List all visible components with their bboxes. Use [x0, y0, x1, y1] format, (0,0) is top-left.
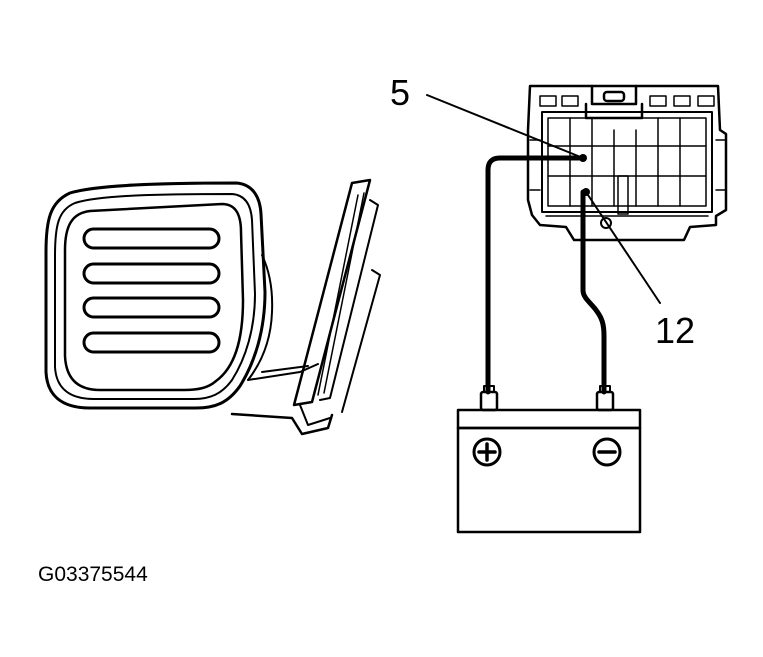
battery-icon: [456, 385, 642, 534]
positive-terminal-icon: [472, 437, 502, 467]
callout-label-5: 5: [390, 72, 411, 113]
mirror-connector-icon: [526, 84, 728, 242]
side-mirror-assembly-icon: [44, 178, 381, 436]
leader-line-5: [426, 94, 584, 159]
figure-id: G03375544: [38, 563, 148, 586]
callout-label-12: 12: [655, 310, 696, 351]
jumper-wire-negative: [580, 189, 607, 395]
negative-terminal-icon: [592, 437, 622, 467]
leader-line-12: [585, 191, 661, 304]
jumper-wire-positive: [485, 155, 586, 395]
